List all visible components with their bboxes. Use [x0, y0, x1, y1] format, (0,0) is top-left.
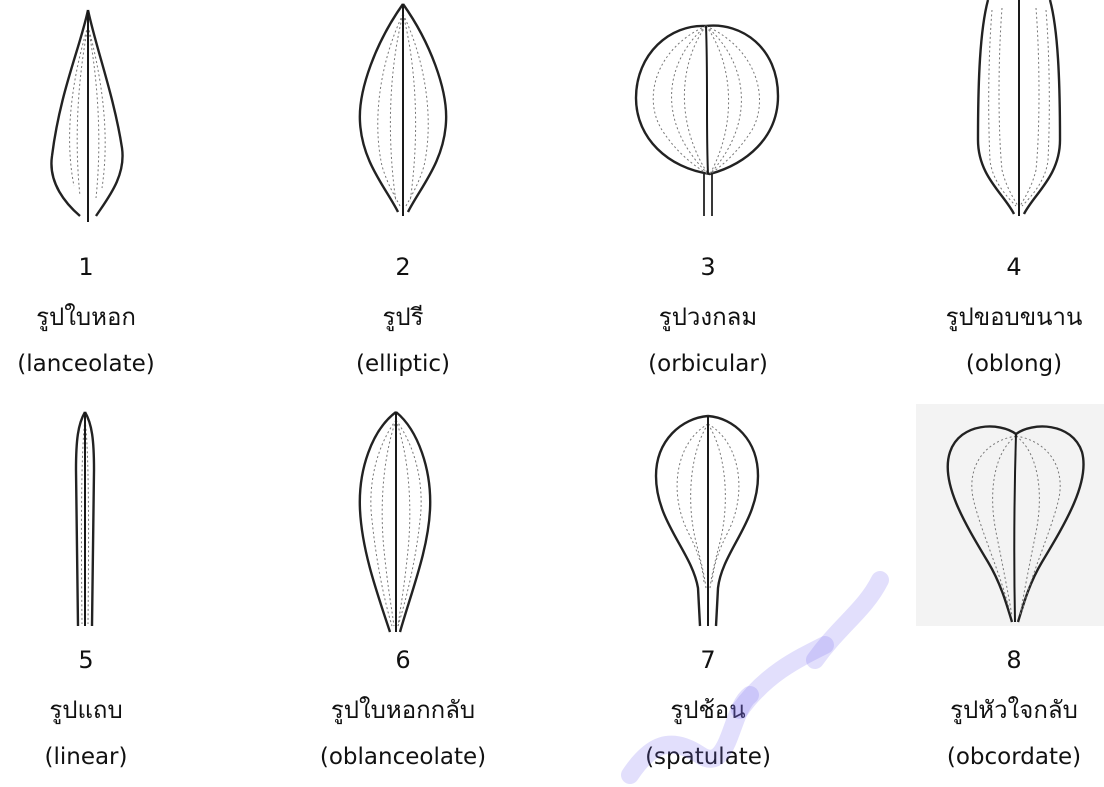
- leaf-number: 1: [78, 253, 94, 281]
- leaf-caption-3: 3 รูปวงกลม (orbicular): [598, 255, 818, 376]
- leaf-caption-6: 6 รูปใบหอกกลับ (oblanceolate): [293, 648, 513, 769]
- leaf-thai-name: รูปแถบ: [49, 696, 123, 724]
- leaf-number: 5: [78, 646, 94, 674]
- leaf-thai-name: รูปขอบขนาน: [945, 303, 1083, 331]
- leaf-english-name: (linear): [44, 744, 128, 770]
- leaf-caption-8: 8 รูปหัวใจกลับ (obcordate): [904, 648, 1104, 769]
- leaf-english-name: (oblanceolate): [319, 744, 487, 770]
- leaf-english-name: (orbicular): [648, 351, 768, 377]
- leaf-english-name: (obcordate): [946, 744, 1082, 770]
- leaf-number: 8: [1006, 646, 1022, 674]
- leaf-thai-name: รูปวงกลม: [658, 303, 758, 331]
- leaf-caption-1: 1 รูปใบหอก (lanceolate): [0, 255, 196, 376]
- leaf-thai-name: รูปหัวใจกลับ: [950, 696, 1078, 724]
- oblong-leaf-icon: [976, 0, 1062, 216]
- leaf-caption-5: 5 รูปแถบ (linear): [0, 648, 196, 769]
- oblanceolate-leaf-icon: [358, 411, 432, 633]
- leaf-number: 3: [700, 253, 716, 281]
- leaf-english-name: (spatulate): [645, 744, 771, 770]
- leaf-thai-name: รูปช้อน: [670, 696, 746, 724]
- leaf-thai-name: รูปใบหอกกลับ: [330, 696, 476, 724]
- leaf-english-name: (lanceolate): [17, 351, 155, 377]
- leaf-number: 2: [395, 253, 411, 281]
- leaf-thai-name: รูปรี: [382, 303, 424, 331]
- obcordate-leaf-icon: [946, 425, 1085, 623]
- leaf-number: 6: [395, 646, 411, 674]
- leaf-caption-7: 7 รูปช้อน (spatulate): [598, 648, 818, 769]
- leaf-caption-4: 4 รูปขอบขนาน (oblong): [904, 255, 1104, 376]
- leaf-number: 7: [700, 646, 716, 674]
- leaf-thai-name: รูปใบหอก: [36, 303, 136, 331]
- leaf-number: 4: [1006, 253, 1022, 281]
- leaf-english-name: (elliptic): [356, 351, 450, 377]
- leaf-english-name: (oblong): [965, 351, 1063, 377]
- lanceolate-leaf-icon: [50, 9, 124, 222]
- spatulate-leaf-icon: [654, 414, 760, 627]
- elliptic-leaf-icon: [358, 3, 448, 216]
- orbicular-leaf-icon: [634, 24, 780, 216]
- leaf-caption-2: 2 รูปรี (elliptic): [293, 255, 513, 376]
- linear-leaf-icon: [74, 411, 96, 627]
- leaf-8-background: [916, 404, 1104, 626]
